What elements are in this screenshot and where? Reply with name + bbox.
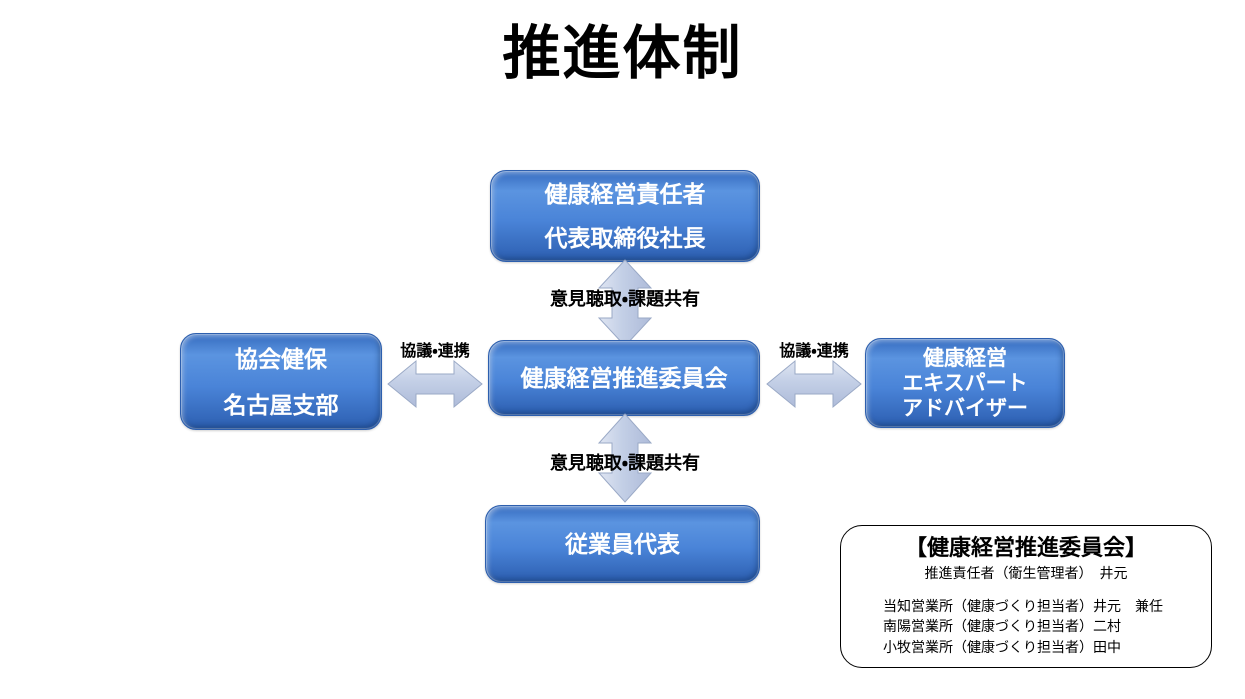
committee-member-list: 当知営業所（健康づくり担当者）井元 兼任 南陽営業所（健康づくり担当者）二村 小… xyxy=(841,596,1211,658)
double-arrow-vertical-bottom-icon xyxy=(594,412,656,504)
connector-label-right: 協議・連携 xyxy=(779,343,849,360)
list-item: 当知営業所（健康づくり担当者）井元 兼任 xyxy=(883,597,1163,614)
node-health-management-officer[interactable]: 健康経営責任者 代表取締役社長 xyxy=(490,170,760,262)
node-left-line-1: 協会健保 xyxy=(235,345,327,372)
node-health-management-expert-advisor[interactable]: 健康経営 エキスパート アドバイザー xyxy=(865,338,1065,428)
connector-label-bottom: 意見聴取・課題共有 xyxy=(549,453,701,473)
node-center-line-1: 健康経営推進委員会 xyxy=(520,365,728,391)
list-item: 南陽営業所（健康づくり担当者）二村 xyxy=(883,618,1121,635)
node-health-management-committee[interactable]: 健康経営推進委員会 xyxy=(488,340,760,416)
list-item: 小牧営業所（健康づくり担当者）田中 xyxy=(883,639,1121,656)
connector-label-left: 協議・連携 xyxy=(400,343,470,360)
committee-detail-panel: 【健康経営推進委員会】 推進責任者（衛生管理者） 井元 当知営業所（健康づくり担… xyxy=(840,525,1212,668)
committee-panel-title: 【健康経営推進委員会】 xyxy=(904,535,1147,560)
node-kyokai-kenpo-nagoya-branch[interactable]: 協会健保 名古屋支部 xyxy=(180,333,382,430)
node-right-line-3: アドバイザー xyxy=(902,396,1028,420)
node-top-line-1: 健康経営責任者 xyxy=(544,181,706,207)
page-title: 推進体制 xyxy=(502,21,743,86)
committee-lead-officer: 推進責任者（衛生管理者） 井元 xyxy=(924,564,1128,581)
node-left-line-2: 名古屋支部 xyxy=(223,391,339,418)
double-arrow-horizontal-right-icon xyxy=(765,358,863,410)
node-bottom-line-1: 従業員代表 xyxy=(565,531,680,557)
node-employee-representative[interactable]: 従業員代表 xyxy=(485,505,760,583)
double-arrow-horizontal-left-icon xyxy=(386,358,484,410)
node-right-line-2: エキスパート xyxy=(902,371,1028,395)
node-right-line-1: 健康経営 xyxy=(923,346,1007,370)
node-top-line-2: 代表取締役社長 xyxy=(544,225,706,251)
connector-label-top: 意見聴取・課題共有 xyxy=(549,289,701,309)
